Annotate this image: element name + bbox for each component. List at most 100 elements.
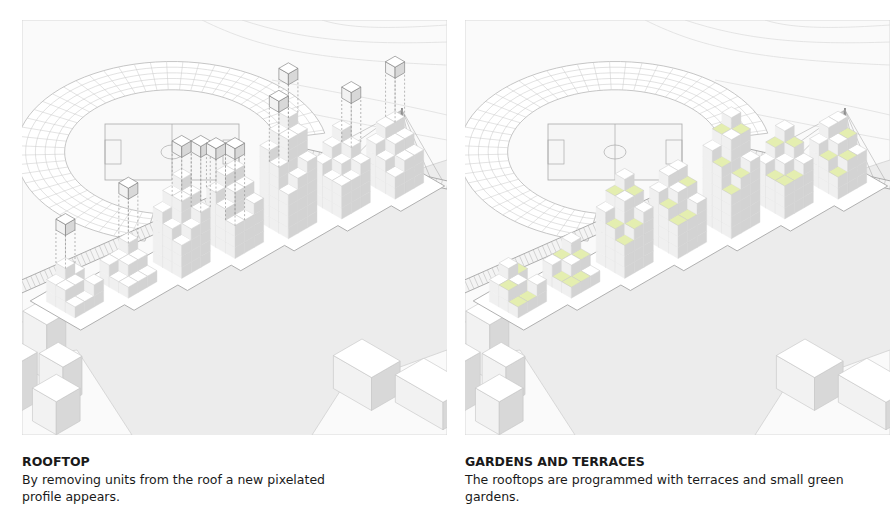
bridge-cable (402, 110, 430, 177)
stadium-tier (26, 67, 316, 235)
stadium-tier (488, 79, 739, 225)
building-roof (269, 90, 288, 101)
stadium-rib (610, 62, 612, 90)
pedestrian-bridge-tie (529, 252, 534, 263)
roof-garden (499, 280, 518, 291)
contour-line (765, 20, 890, 27)
land (22, 20, 447, 322)
roof-top (119, 254, 138, 265)
building-blocks (489, 107, 866, 318)
leader-line (75, 230, 76, 263)
stadium-rib (22, 167, 68, 174)
pedestrian-bridge-tie (81, 254, 86, 265)
stadium-rib (655, 68, 673, 94)
roof-garden (562, 276, 581, 287)
pedestrian-bridge-tie (588, 225, 593, 236)
roof-top (615, 168, 634, 179)
pedestrian-bridge-tie (469, 278, 474, 289)
roof-top (659, 165, 678, 176)
leader-line (65, 236, 66, 269)
building-roof (482, 342, 525, 367)
removed-units (56, 56, 405, 268)
roof-top (85, 274, 104, 285)
leader-line (395, 78, 396, 122)
stadium-rib (665, 72, 688, 97)
building-roof (395, 358, 447, 402)
building-roof (838, 358, 890, 402)
roof-top (819, 117, 838, 128)
building-roof (342, 82, 361, 93)
stadium-stand (22, 62, 325, 242)
diagram-panel (22, 20, 447, 435)
stadium-tier (35, 73, 305, 230)
cable-bridge-tie (447, 181, 448, 189)
building-roof (465, 336, 480, 364)
pedestrian-bridge-tie (533, 250, 538, 261)
pedestrian-bridge-tie (99, 246, 104, 257)
pedestrian-bridge-tie (113, 240, 118, 251)
roof-top (279, 129, 298, 140)
pedestrian-bridge-tie (26, 278, 31, 289)
cable-bridge-tie (890, 181, 891, 189)
stadium-rib (167, 62, 169, 90)
leader-line (191, 152, 192, 207)
stadium-stand (465, 62, 768, 242)
bridge-cable (402, 110, 442, 180)
stadium-tier (45, 79, 296, 225)
stadium-rib (114, 210, 132, 236)
stadium-rib (179, 62, 182, 90)
roof-top (775, 120, 794, 131)
stadium-rib (465, 161, 509, 165)
stadium-rib (27, 118, 72, 129)
pedestrian-bridge-tie (90, 250, 95, 261)
stadium-rib (22, 154, 65, 156)
leader-line (341, 98, 342, 142)
stadium-rib (492, 190, 530, 207)
leader-line (404, 73, 405, 117)
roof-top (722, 129, 741, 140)
stadium-rib (675, 77, 702, 100)
field-box (105, 140, 121, 164)
caption-body: By removing units from the roof a new pi… (22, 471, 367, 505)
stadium-rib (465, 136, 509, 141)
stadium-rib (562, 67, 579, 94)
stadium-rib (43, 101, 83, 117)
pedestrian-bridge-tie (538, 248, 543, 259)
stadium-rib (241, 83, 272, 105)
stadium-rib (32, 179, 76, 191)
leader-line (351, 104, 352, 148)
stadium-tier (498, 84, 730, 219)
pedestrian-bridge-tie (583, 227, 588, 238)
leader-line (215, 160, 216, 193)
pedestrian-bridge-tie (483, 272, 488, 283)
stadium-rib (465, 167, 511, 174)
stadium-rib (25, 173, 71, 183)
leader-line (55, 230, 56, 263)
stadium-tier (469, 67, 759, 235)
leader-line (118, 194, 119, 238)
pedestrian-bridge-tie (556, 240, 561, 251)
building-roof (172, 135, 191, 146)
contour-line (322, 20, 447, 27)
roof-top (562, 254, 581, 265)
stadium-rib (150, 62, 157, 90)
pedestrian-bridge-tie (524, 254, 529, 265)
stadium-rib (76, 81, 106, 103)
stadium-rib (515, 200, 546, 222)
stadium-rib (22, 146, 65, 148)
roof-top (119, 276, 138, 287)
leader-line (172, 152, 173, 196)
platform (30, 157, 444, 330)
contour-line (202, 20, 447, 65)
stadium-rib (622, 62, 625, 90)
field-line (615, 124, 616, 180)
stadium-rib (64, 87, 98, 107)
stadium-rib (577, 64, 589, 91)
building-roof (333, 339, 400, 378)
stadium-rib (212, 68, 230, 94)
stadium-rib (468, 173, 514, 183)
leader-line (278, 112, 279, 167)
pedestrian-bridge-tie (104, 244, 109, 255)
